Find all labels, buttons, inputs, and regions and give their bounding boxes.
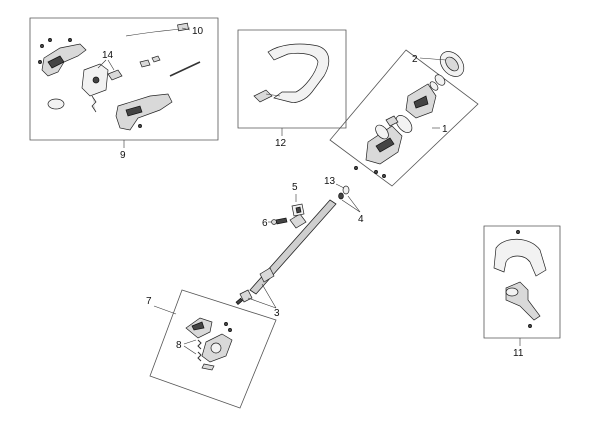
- auxiliary-handle-group: [483, 225, 561, 339]
- callout-8: 8: [176, 340, 182, 351]
- spring-part: [197, 351, 202, 362]
- support-rod: [169, 61, 201, 77]
- switch-knob: [92, 76, 100, 84]
- head-guard-knob: [191, 321, 205, 331]
- callout-13: 13: [324, 176, 336, 187]
- spring-part: [197, 339, 202, 350]
- screw-icon: [224, 322, 228, 326]
- screw-icon: [48, 38, 52, 42]
- callout-2: 2: [412, 54, 418, 65]
- gasket-ring: [395, 115, 413, 133]
- handle-housing-left: [41, 43, 87, 77]
- clip-part: [139, 59, 151, 68]
- shaft-clamp-slot: [295, 206, 302, 214]
- screw-icon: [354, 166, 358, 170]
- drive-body-band: [375, 137, 395, 153]
- shaft-lower-collar: [259, 267, 275, 283]
- screw-icon: [68, 38, 72, 42]
- motor-assembly-box: [329, 49, 479, 187]
- screw-icon: [40, 44, 44, 48]
- screw-icon: [516, 230, 520, 234]
- callout-10-lead: [181, 27, 191, 31]
- screw-icon: [528, 324, 532, 328]
- callout-8-lead: [183, 345, 197, 355]
- callout-7: 7: [146, 296, 152, 307]
- callout-3-lead: [261, 283, 277, 309]
- motor-housing-vent: [413, 95, 429, 109]
- cable-end-fitting: [177, 22, 189, 32]
- handle-housing-grip: [47, 55, 65, 69]
- callout-12: 12: [275, 138, 287, 149]
- auxiliary-handle-box: [483, 225, 561, 339]
- screw-icon: [38, 60, 42, 64]
- motor-end-cap-inner: [445, 56, 459, 72]
- callout-3-lead: [247, 297, 277, 309]
- shoulder-strap-group: [237, 29, 347, 129]
- shaft-end-bushing: [342, 185, 350, 195]
- head-assembly-box: [149, 289, 277, 409]
- o-ring: [429, 81, 439, 91]
- callout-10: 10: [192, 26, 204, 37]
- bolt-icon: [275, 217, 288, 225]
- handle-assembly-box: [29, 17, 219, 141]
- handle-bracket-collar: [505, 287, 519, 297]
- switch-spring: [91, 95, 97, 113]
- screw-icon: [138, 124, 142, 128]
- cutter-line: [201, 363, 215, 371]
- callout-4-lead: [341, 199, 361, 213]
- shaft-assembly: [235, 185, 350, 305]
- screw-icon: [228, 328, 232, 332]
- screw-icon: [382, 174, 386, 178]
- motor-assembly-group: 2: [329, 49, 479, 187]
- handle-housing-right: [115, 93, 173, 131]
- screw-icon: [374, 170, 378, 174]
- callout-14: 14: [102, 50, 114, 61]
- callout-6: 6: [262, 218, 268, 229]
- shoulder-strap-box: [237, 29, 347, 129]
- callout-14-lead: [97, 59, 107, 69]
- clamp-ring: [47, 98, 65, 110]
- callout-11: 11: [513, 348, 524, 359]
- clip-part: [151, 55, 161, 63]
- callout-5: 5: [292, 182, 298, 193]
- strap-webbing: [265, 93, 281, 97]
- bolt-head: [271, 219, 277, 225]
- callout-3: 3: [274, 308, 280, 319]
- handle-assembly-group: 14 10: [29, 17, 219, 141]
- callout-4-lead: [347, 195, 361, 213]
- shoulder-strap: [267, 43, 330, 103]
- callout-1: 1: [442, 124, 448, 135]
- callout-13-lead: [335, 183, 345, 189]
- callout-4: 4: [358, 214, 364, 225]
- handle-trigger: [125, 105, 143, 117]
- callout-2-lead: [419, 57, 447, 61]
- callout-9: 9: [120, 150, 126, 161]
- callout-7-lead: [153, 305, 177, 315]
- shaft-connector: [239, 289, 253, 303]
- clutch-ring: [375, 124, 389, 140]
- callout-8-lead: [183, 339, 197, 345]
- callout-14-lead: [107, 59, 115, 71]
- strap-buckle: [253, 89, 273, 103]
- spool-hub: [210, 342, 222, 354]
- o-ring: [434, 74, 446, 86]
- clutch-shoe: [385, 115, 399, 127]
- shaft-upper-coupler: [289, 213, 307, 229]
- head-assembly-group: [149, 289, 277, 409]
- auxiliary-loop-handle: [493, 238, 547, 277]
- switch-lever: [107, 69, 123, 81]
- shaft-end-washer: [338, 192, 344, 200]
- shaft-connector-pin: [235, 297, 244, 305]
